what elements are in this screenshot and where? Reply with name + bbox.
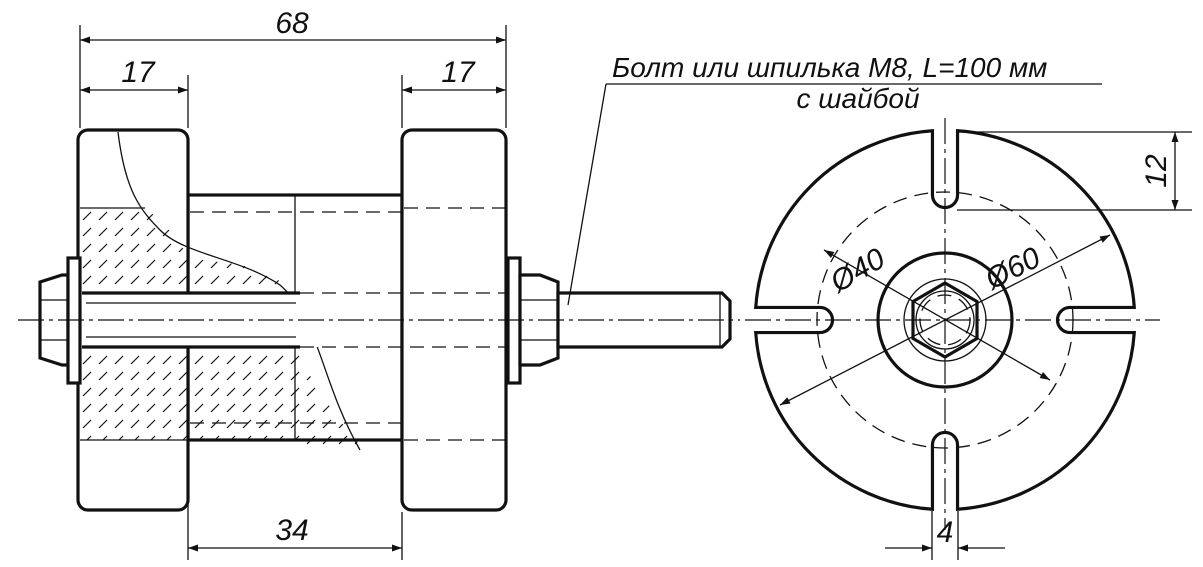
callout-line-2: с шайбой	[796, 83, 919, 114]
bolt-callout: Болт или шпилька М8, L=100 мм с шайбой	[567, 52, 1102, 306]
dim-68: 68	[275, 7, 309, 40]
front-view: Ø40 Ø60	[745, 118, 1160, 530]
dimension-slot-width: 4	[885, 511, 1005, 560]
dim-4: 4	[937, 516, 954, 549]
dim-17-left: 17	[121, 56, 156, 89]
callout-line-1: Болт или шпилька М8, L=100 мм	[612, 52, 1047, 83]
dimension-left-flange: 17	[80, 56, 189, 128]
side-view	[18, 128, 740, 512]
dim-34: 34	[275, 514, 308, 547]
dimension-slot-depth: 12	[957, 131, 1192, 211]
dimension-overall-length: 68	[79, 7, 507, 128]
dimension-right-flange: 17	[401, 56, 506, 128]
dim-12: 12	[1140, 154, 1173, 188]
leader-d60	[779, 234, 1111, 406]
dimension-hub-length: 34	[187, 442, 403, 560]
dim-17-right: 17	[441, 56, 476, 89]
